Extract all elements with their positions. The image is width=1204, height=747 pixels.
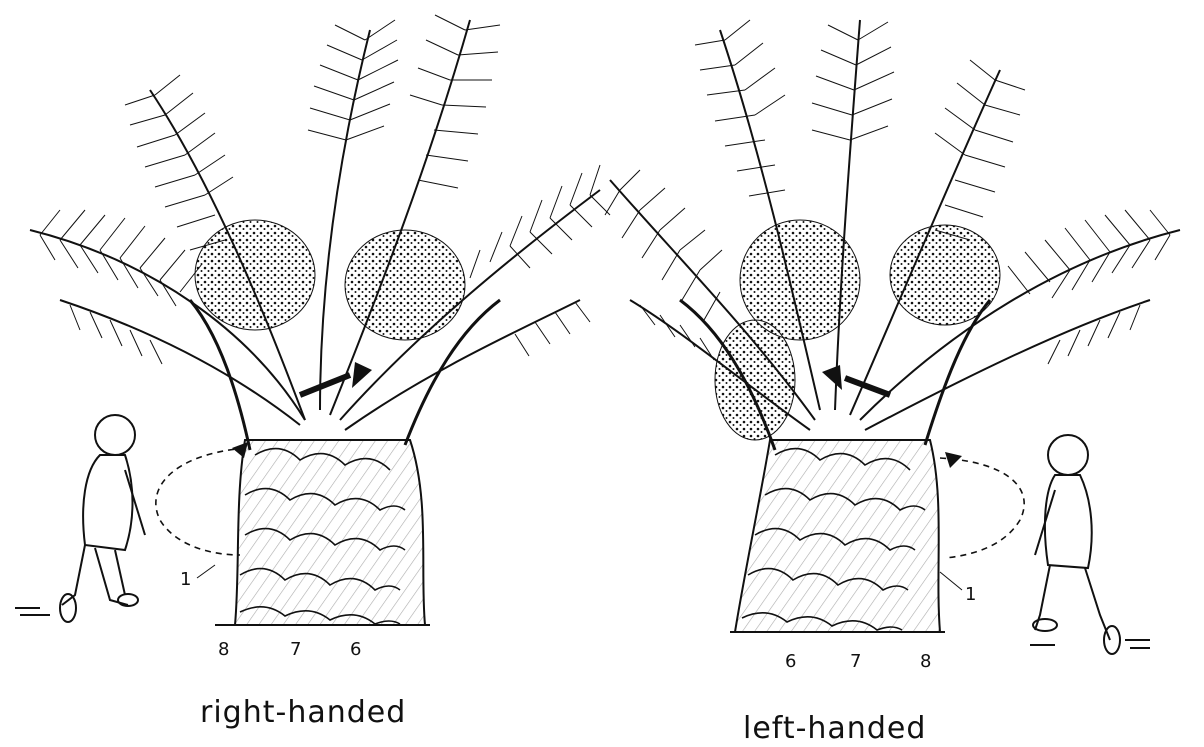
right-trunk: [680, 300, 990, 632]
left-trunk: [190, 300, 500, 625]
right-palm: 1 6 7 8: [605, 20, 1180, 672]
right-fronds: [605, 20, 1180, 430]
right-rotation-arrow: [940, 452, 1024, 558]
label-7-left: 7: [290, 639, 301, 660]
left-rotation-arrow: [156, 442, 248, 555]
caption-left-handed: left-handed: [743, 711, 926, 746]
label-1-left: 1: [180, 569, 191, 590]
label-6-left: 6: [350, 639, 361, 660]
label-7-right: 7: [850, 651, 861, 672]
label-1-right: 1: [965, 584, 976, 605]
caption-right-handed: right-handed: [200, 695, 406, 730]
left-fronds: [30, 15, 610, 430]
label-8-left: 8: [218, 639, 229, 660]
label-8-right: 8: [920, 651, 931, 672]
label-6-right: 6: [785, 651, 796, 672]
left-palm: 1 8 7 6: [15, 15, 610, 660]
right-walking-person: [1030, 435, 1150, 654]
left-walking-person: [15, 415, 145, 622]
